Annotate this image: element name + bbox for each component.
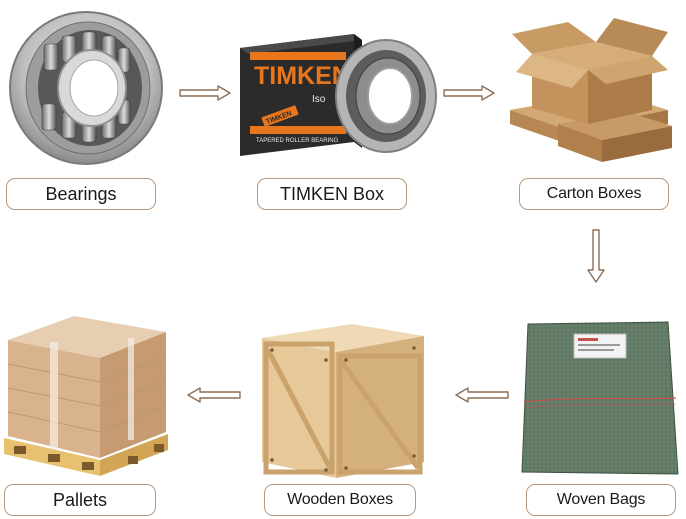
bearings-image (6, 8, 166, 166)
woven-bags-label: Woven Bags (526, 484, 676, 516)
box-strip-text: TAPERED ROLLER BEARING (256, 138, 339, 144)
carton-boxes-label: Carton Boxes (519, 178, 669, 210)
carton-boxes-image (502, 14, 674, 164)
timken-brand-text: TIMKEN (254, 62, 350, 90)
box-side-text: Iso (312, 94, 326, 105)
timken-box-image: TIMKEN Iso TAPERED ROLLER BEARING TIMKEN (236, 30, 440, 160)
bearings-label: Bearings (6, 178, 156, 210)
wooden-boxes-label: Wooden Boxes (264, 484, 416, 516)
wooden-box-image (258, 322, 428, 482)
timken-box-label: TIMKEN Box (257, 178, 407, 210)
arrow-left-2-icon (186, 386, 242, 404)
pallets-image (4, 312, 168, 480)
woven-bag-image (518, 316, 682, 480)
arrow-down-icon (586, 228, 606, 284)
arrow-right-2-icon (442, 84, 496, 102)
arrow-right-1-icon (178, 84, 232, 102)
pallets-label: Pallets (4, 484, 156, 516)
arrow-left-1-icon (454, 386, 510, 404)
